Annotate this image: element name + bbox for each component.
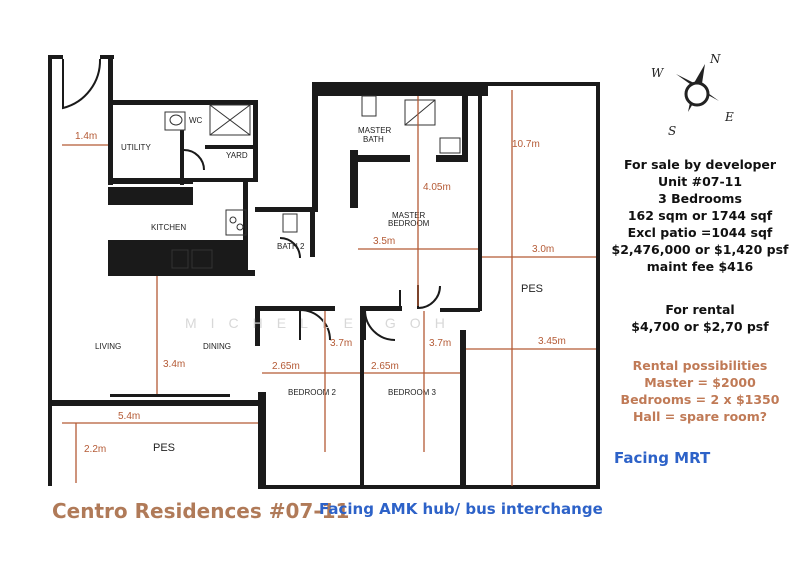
sale-line5: Excl patio =1044 sqf [627, 225, 773, 240]
sale-line2: Unit #07-11 [657, 174, 743, 189]
doors [62, 58, 441, 341]
sale-line6: $2,476,000 or $1,420 psf [611, 242, 789, 257]
dimension-lines [62, 90, 596, 486]
possib-line1: Rental possibilities [632, 358, 768, 373]
dim-bed3-right: 3.45m [538, 336, 566, 347]
room-bath2: BATH 2 [277, 242, 305, 251]
rental-line1: For rental [665, 302, 735, 317]
room-labels: UTILITY WC YARD KITCHEN BATH 2 MASTER BA… [95, 116, 543, 454]
room-living: LIVING [95, 342, 121, 351]
dim-bed3-height: 3.7m [429, 338, 451, 349]
room-yard: YARD [226, 151, 248, 160]
walls [48, 55, 600, 489]
room-master-bath-line2: BATH [363, 135, 384, 144]
room-bedroom3: BEDROOM 3 [388, 388, 437, 397]
dim-pes-bottom-width: 5.4m [118, 411, 140, 422]
dim-pes-width: 3.0m [532, 244, 554, 255]
dim-utility-width: 1.4m [75, 131, 97, 142]
sale-line7: maint fee $416 [646, 259, 754, 274]
rental-line2: $4,700 or $2,70 psf [631, 319, 769, 334]
watermark: MICHELLE GOH [185, 315, 459, 331]
compass-north-icon: N [709, 52, 721, 66]
dim-bed2-width: 2.65m [272, 361, 300, 372]
fixtures [164, 95, 461, 269]
room-dining: DINING [203, 342, 231, 351]
dimension-labels: 1.4m 4.05m 3.5m 10.7m 3.0m 3.45m 3.4m 3.… [75, 131, 566, 455]
rental-possibilities: Rental possibilities Master = $2000 Bedr… [605, 357, 795, 425]
compass-n: N [709, 52, 721, 66]
dim-bed3-width: 2.65m [371, 361, 399, 372]
possib-line3: Bedrooms = 2 x $1350 [620, 392, 780, 407]
sale-line4: 162 sqm or 1744 sqf [627, 208, 773, 223]
compass-e: E [724, 110, 734, 124]
room-master-bedroom-line1: MASTER [392, 211, 426, 220]
sale-line1: For sale by developer [623, 157, 777, 172]
facing-amk-label: Facing AMK hub/ bus interchange [319, 500, 603, 518]
dim-pes-bottom-height: 2.2m [84, 444, 106, 455]
room-master-bath-line1: MASTER [358, 126, 392, 135]
facing-mrt-label: Facing MRT [614, 449, 711, 467]
room-pes-right: PES [521, 283, 543, 295]
possib-line4: Hall = spare room? [632, 409, 768, 424]
room-wc: WC [189, 116, 203, 125]
room-kitchen: KITCHEN [151, 223, 186, 232]
dim-bed2-height: 3.7m [330, 338, 352, 349]
compass-s: S [668, 124, 676, 138]
room-pes-bottom: PES [153, 442, 175, 454]
compass-w: W [651, 66, 665, 80]
rental-info: For rental $4,700 or $2,70 psf [605, 301, 795, 335]
compass: N E S W [651, 52, 734, 138]
possib-line2: Master = $2000 [644, 375, 756, 390]
room-bedroom2: BEDROOM 2 [288, 388, 337, 397]
dim-living-height: 3.4m [163, 359, 185, 370]
room-master-bedroom-line2: BEDROOM [388, 219, 430, 228]
compass-west-icon: W [651, 66, 665, 80]
dim-master-bed-width: 3.5m [373, 236, 395, 247]
room-utility: UTILITY [121, 143, 151, 152]
compass-south-icon: S [668, 124, 676, 138]
sale-info: For sale by developer Unit #07-11 3 Bedr… [605, 156, 795, 275]
dim-overall-height: 10.7m [512, 139, 540, 150]
page-title: Centro Residences #07-11 [52, 499, 350, 523]
compass-east-icon: E [724, 110, 734, 124]
dim-master-bath-height: 4.05m [423, 182, 451, 193]
sale-line3: 3 Bedrooms [658, 191, 742, 206]
